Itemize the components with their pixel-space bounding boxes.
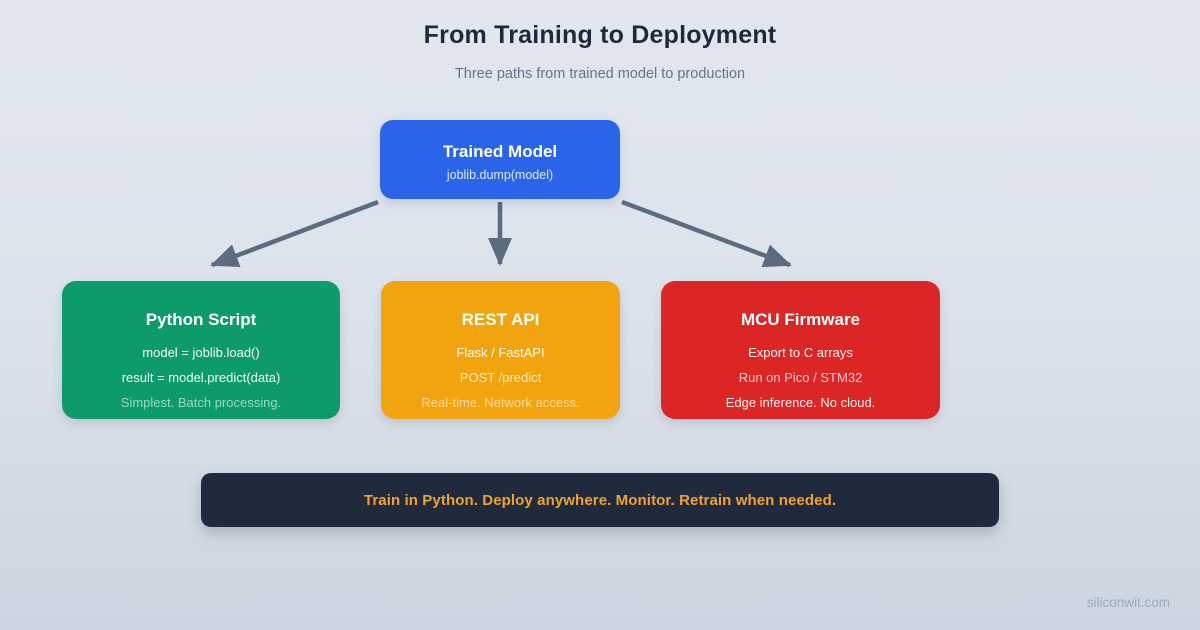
card-mcu-firmware: MCU Firmware Export to C arrays Run on P…	[661, 281, 940, 419]
card-python-script: Python Script model = joblib.load() resu…	[62, 281, 340, 419]
card-rest-api-line-1: Flask / FastAPI	[456, 345, 545, 360]
card-rest-api-line-2: POST /predict	[459, 370, 542, 385]
card-python-script-line-1: model = joblib.load()	[142, 345, 260, 360]
arrow-to-mcu-firmware	[621, 199, 792, 268]
card-python-script-line-3: Simplest. Batch processing.	[120, 395, 282, 410]
card-mcu-firmware-title: MCU Firmware	[740, 310, 861, 329]
card-mcu-firmware-line-3: Edge inference. No cloud.	[725, 395, 876, 410]
arrow-to-python-script	[210, 199, 379, 268]
card-rest-api-line-3: Real-time. Network access.	[421, 395, 580, 410]
card-mcu-firmware-line-1: Export to C arrays	[748, 345, 853, 360]
card-rest-api: REST API Flask / FastAPI POST /predict R…	[381, 281, 620, 419]
summary-banner: Train in Python. Deploy anywhere. Monito…	[201, 473, 999, 527]
card-rest-api-title: REST API	[461, 310, 540, 329]
watermark: siliconwit.com	[1086, 595, 1170, 610]
trained-model-title: Trained Model	[442, 142, 558, 161]
node-trained-model: Trained Model joblib.dump(model)	[380, 120, 620, 199]
summary-banner-text: Train in Python. Deploy anywhere. Monito…	[363, 491, 837, 509]
page-subtitle: Three paths from trained model to produc…	[454, 66, 746, 82]
page-title: From Training to Deployment	[423, 21, 777, 49]
card-python-script-title: Python Script	[145, 310, 257, 329]
trained-model-code: joblib.dump(model)	[446, 168, 554, 182]
card-python-script-line-2: result = model.predict(data)	[121, 370, 281, 385]
card-mcu-firmware-line-2: Run on Pico / STM32	[738, 370, 863, 385]
